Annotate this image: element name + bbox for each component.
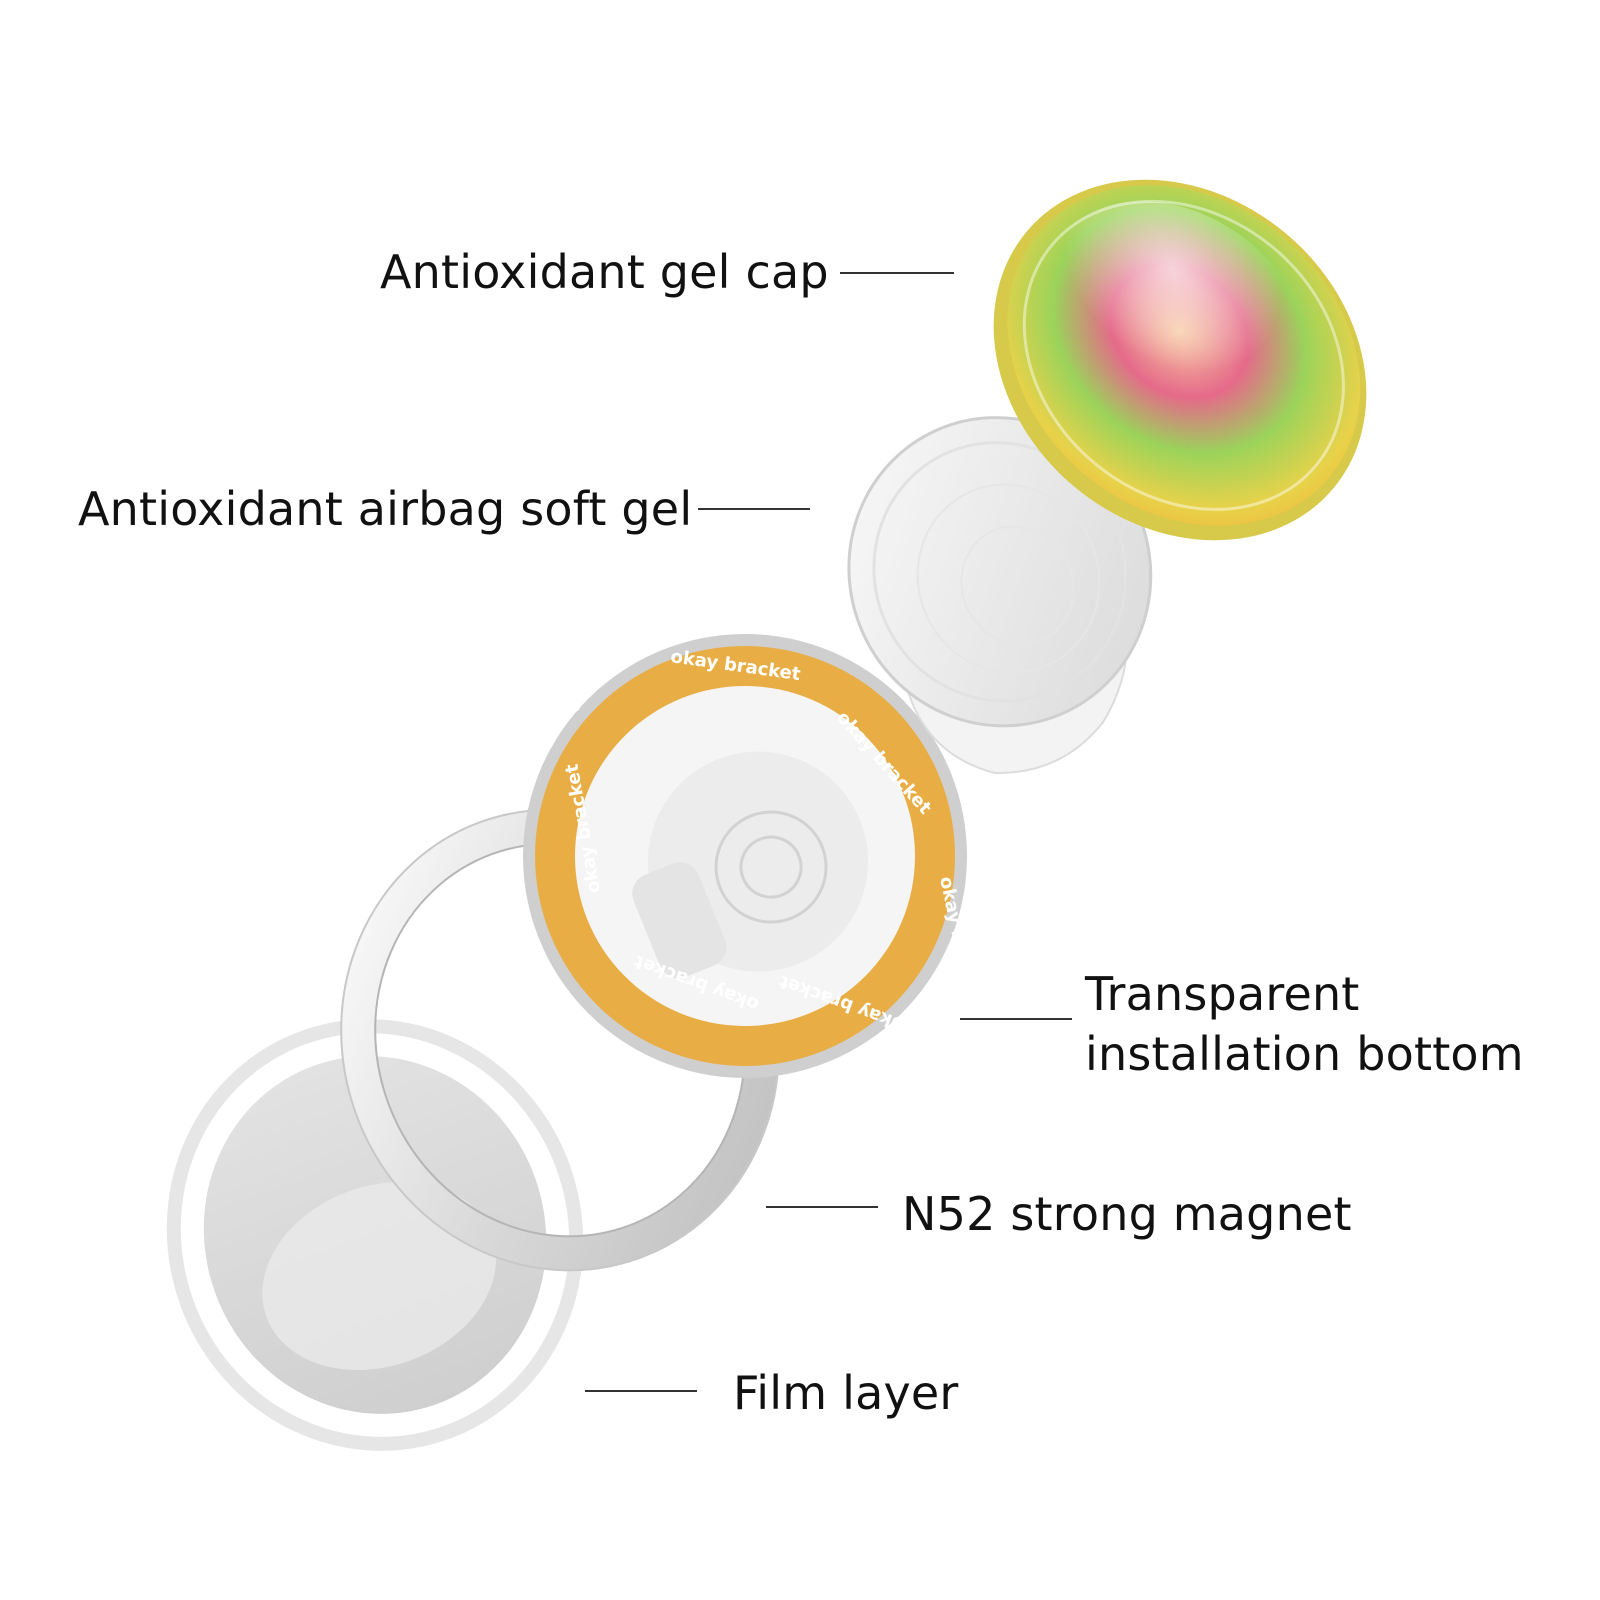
film-layer-part — [166, 1019, 584, 1451]
label-gel-cap: Antioxidant gel cap — [380, 245, 829, 299]
label-installation-bottom-line1: Transparent — [1085, 967, 1360, 1021]
label-installation-bottom-line2: installation bottom — [1085, 1027, 1524, 1081]
gel-cap-part — [993, 179, 1367, 541]
label-film-layer: Film layer — [733, 1366, 959, 1420]
label-airbag-soft-gel: Antioxidant airbag soft gel — [78, 482, 693, 536]
leader-airbag-soft-gel — [698, 508, 810, 510]
label-magnet: N52 strong magnet — [902, 1187, 1352, 1241]
leader-gel-cap — [840, 272, 954, 274]
leader-film-layer — [585, 1390, 697, 1392]
airbag-soft-gel-part — [847, 416, 1153, 774]
leader-installation-bottom — [960, 1018, 1072, 1020]
leader-magnet — [766, 1206, 878, 1208]
